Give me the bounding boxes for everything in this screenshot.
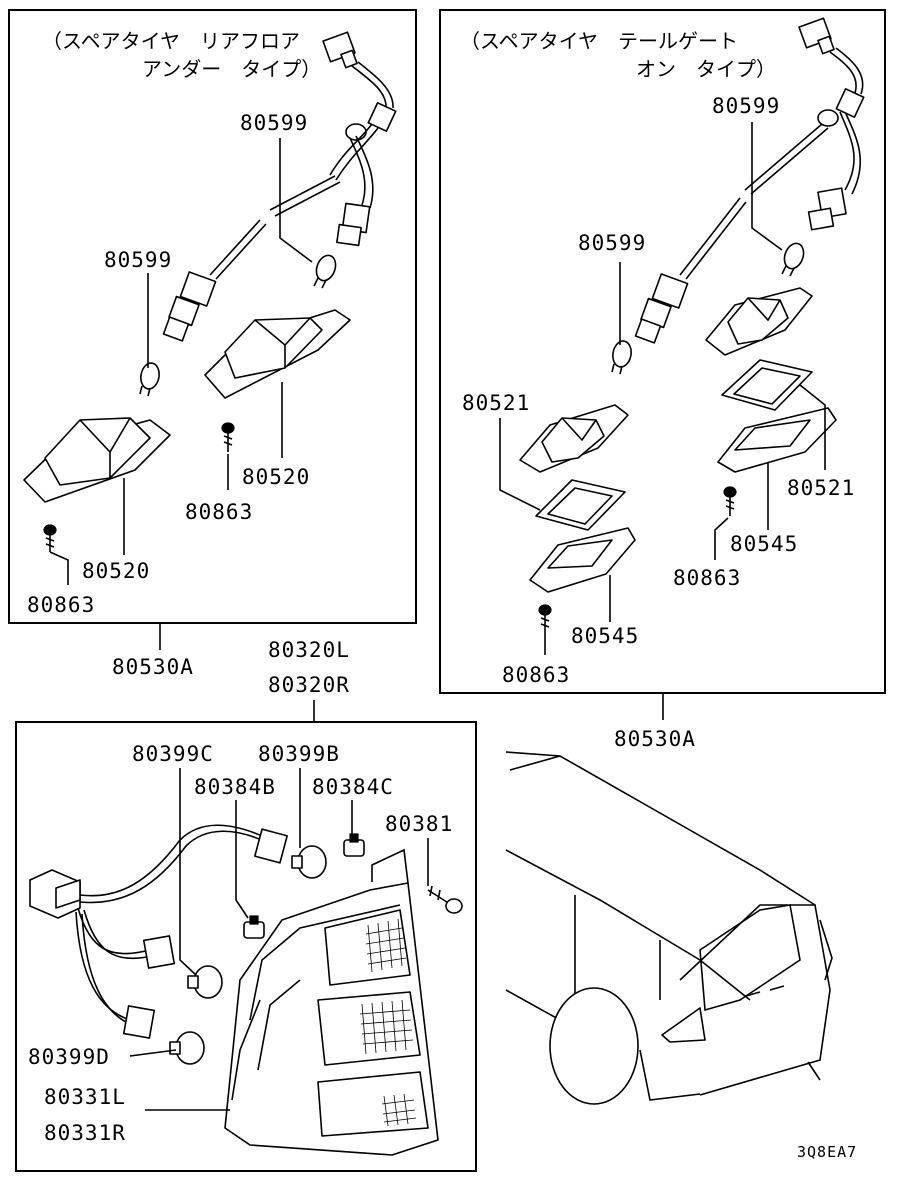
bulb-80399b: [291, 845, 327, 879]
lens-upper-hatch: [365, 918, 407, 973]
screw-80863-tailgate-right: [723, 486, 737, 516]
lens-lower: [317, 1071, 429, 1137]
panel-left-note-line1: （スペアタイヤ リアフロア: [42, 29, 300, 53]
tailgate-lamp-harness: [634, 17, 865, 344]
label-80331l: 80331L: [44, 1085, 126, 1109]
panel-bottom: 80399C 80399B 80384B 80384C 80381 80399D…: [15, 721, 477, 1172]
gasket-80521-left: [535, 479, 626, 531]
label-80863-left: 80863: [27, 593, 95, 617]
lens-middle-hatch: [359, 999, 414, 1055]
panel-left-note-line2: アンダー タイプ）: [142, 57, 321, 81]
leader-80521-right: [799, 384, 826, 470]
label-80521-left: 80521: [462, 391, 530, 415]
lens-lower-hatch: [381, 1093, 417, 1127]
label-80530a-left: 80530A: [112, 655, 194, 679]
leader-80399d: [129, 1049, 177, 1057]
leader-80599-upper: [279, 138, 313, 263]
label-80599-lower: 80599: [104, 248, 172, 272]
bulb-80599-lower: [139, 362, 160, 397]
label-80381: 80381: [385, 812, 453, 836]
lamp-housing-tailgate-right: [705, 287, 813, 356]
label-80399b: 80399B: [258, 742, 340, 766]
label-80384b: 80384B: [194, 775, 276, 799]
leader-80863-left: [49, 551, 69, 585]
label-80545-right: 80545: [730, 532, 798, 556]
label-80331r: 80331R: [44, 1121, 126, 1145]
lens-middle: [317, 991, 421, 1066]
tail-lamp-body: [224, 848, 439, 1156]
screw-80863-right: [221, 422, 235, 452]
bulb-80599-tailgate-lower: [611, 340, 632, 375]
lens-80545-left: [529, 527, 636, 593]
bulb-80399d: [169, 1031, 205, 1065]
panel-right-note-line2: オン タイプ）: [636, 57, 776, 81]
screw-80381: [427, 885, 463, 914]
label-80320r: 80320R: [268, 673, 350, 697]
label-80520-right: 80520: [242, 465, 310, 489]
bulb-80599-upper: [313, 254, 337, 289]
lamp-housing-tailgate-left: [519, 404, 629, 473]
bulb-80399c: [187, 965, 223, 999]
tail-lamp-harness: [29, 824, 288, 1039]
vehicle-rear-view: [505, 751, 833, 1105]
label-80399d: 80399D: [28, 1045, 110, 1069]
screw-80863-tailgate-left: [538, 604, 552, 632]
label-80399c: 80399C: [132, 742, 214, 766]
leader-80399c: [179, 768, 197, 976]
lamp-housing-80520-left: [23, 417, 171, 503]
label-80520-left: 80520: [82, 559, 150, 583]
socket-80384b: [243, 915, 265, 939]
lens-80545-right: [717, 407, 837, 473]
diagram-code: 3Q8EA7: [797, 1143, 857, 1161]
label-80599-tailgate-lower: 80599: [578, 231, 646, 255]
screw-80863-left: [43, 524, 57, 552]
label-80599-tailgate-upper: 80599: [712, 94, 780, 118]
label-80521-right: 80521: [787, 476, 855, 500]
gasket-80521-right: [721, 359, 813, 411]
leader-80521-left: [499, 418, 541, 511]
label-80863-tailgate-right: 80863: [673, 566, 741, 590]
panel-left: （スペアタイヤ リアフロア アンダー タイプ）: [8, 9, 417, 624]
leader-80863-tailgate-right: [714, 517, 729, 560]
panel-left-frame: [8, 9, 417, 624]
label-80863-right: 80863: [185, 500, 253, 524]
socket-80384c: [343, 833, 365, 857]
panel-right-note-line1: （スペアタイヤ テールゲート: [460, 29, 738, 53]
leader-80384b: [235, 800, 249, 919]
panel-right: （スペアタイヤ テールゲート オン タイプ）: [439, 9, 886, 694]
panel-right-frame: [439, 9, 886, 694]
panel-bottom-frame: [15, 721, 477, 1172]
label-80384c: 80384C: [312, 775, 394, 799]
leader-80599-tailgate-upper: [751, 122, 783, 251]
label-80863-tailgate-left: 80863: [502, 663, 570, 687]
label-80320l: 80320L: [268, 638, 350, 662]
label-80545-left: 80545: [571, 624, 639, 648]
license-lamp-harness: [162, 31, 397, 342]
bulb-80599-tailgate-upper: [781, 242, 805, 277]
label-80599-upper: 80599: [240, 111, 308, 135]
lamp-housing-80520-right: [204, 309, 351, 399]
label-80530a-right: 80530A: [614, 727, 696, 751]
